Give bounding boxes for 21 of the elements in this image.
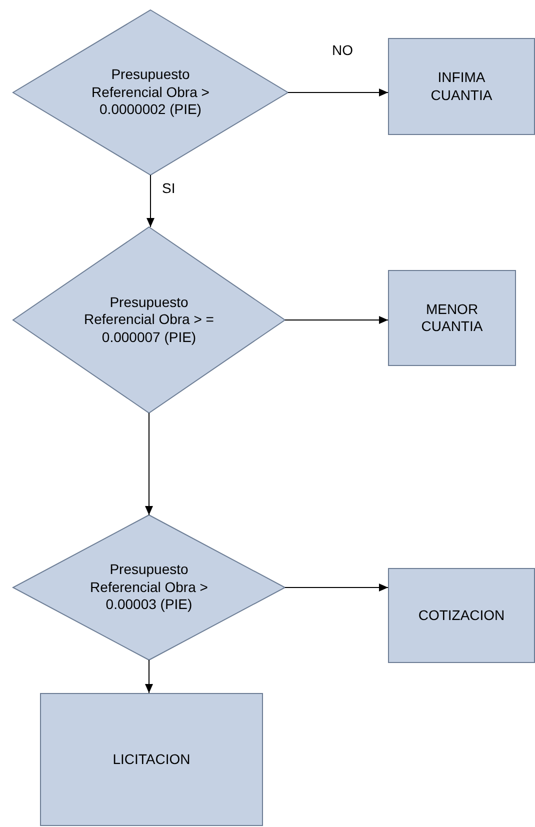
process-box [388,568,535,663]
arrow [288,88,388,96]
arrow [145,660,153,694]
box-text: COTIZACION [417,606,506,624]
decision-diamond [13,10,288,175]
arrow [145,412,153,516]
process-box [40,693,263,826]
decision-text: Presupuesto Referencial Obra > 0.00003 (PIE) [89,561,209,614]
box-text: INFIMA CUANTIA [430,69,494,104]
decision-diamond [13,515,285,660]
decision-text: Presupuesto Referencial Obra > = 0.000007 (PIE) [83,294,215,346]
arrow [284,584,388,592]
arrow [284,316,388,324]
box-text: MENOR CUANTIA [420,300,484,336]
arrow [146,174,154,228]
process-box [388,270,516,366]
decision-diamond [13,227,285,413]
edge-label: NO [330,42,355,58]
box-text: LICITACION [112,750,192,768]
process-box [388,38,535,135]
decision-text: Presupuesto Referencial Obra > 0.0000002 (PIE) [90,66,210,119]
